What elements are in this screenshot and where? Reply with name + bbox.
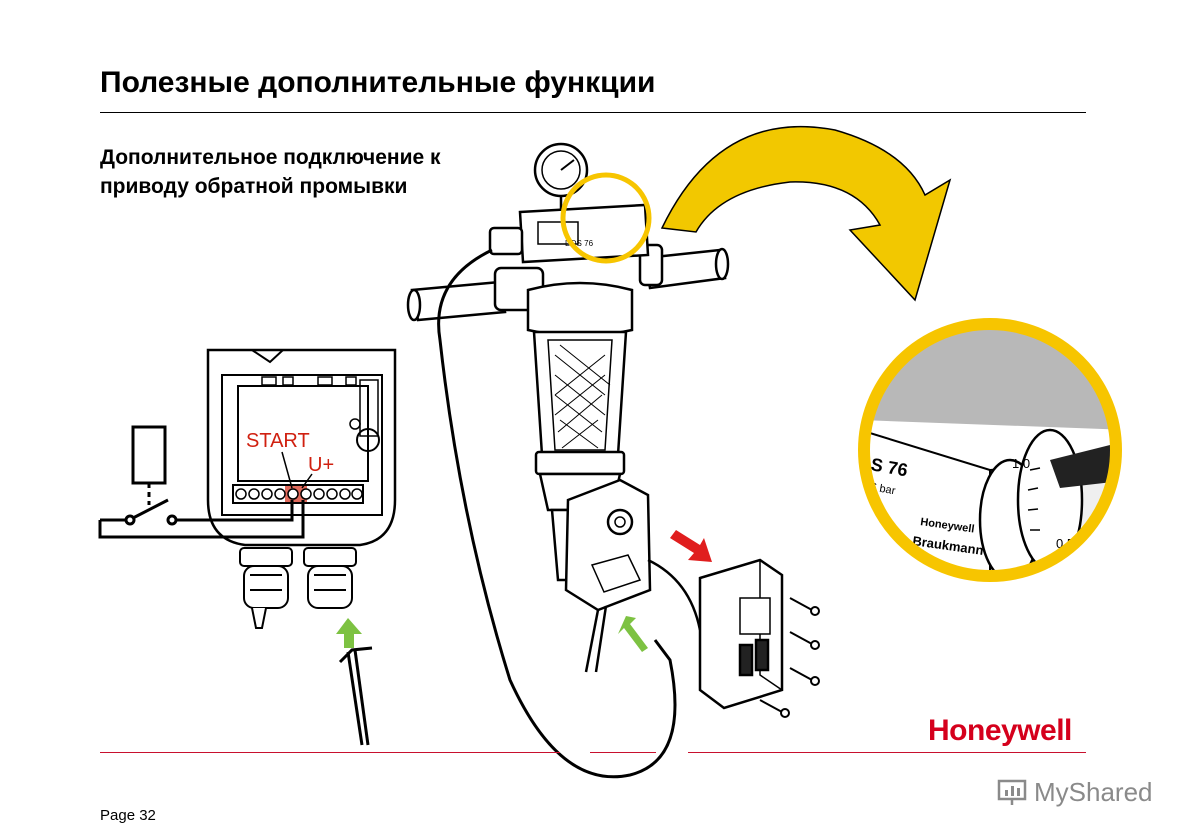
footer-divider-left: [100, 752, 560, 753]
sensor-cable: [437, 248, 677, 779]
subtitle-line-2: приводу обратной промывки: [100, 175, 408, 198]
terminal-pointer-lines: [281, 451, 313, 489]
title-divider: [100, 112, 1086, 113]
subtitle-line-1: Дополнительное подключение к: [100, 146, 441, 169]
watermark-text: MyShared: [1034, 776, 1153, 807]
mounting-screws: [759, 597, 820, 718]
presentation-icon: [997, 779, 1027, 805]
red-arrow-icon: [670, 530, 712, 562]
honeywell-logo: Honeywell: [928, 714, 1072, 747]
watermark: MyShared: [996, 776, 1153, 808]
footer-divider-mid: [590, 752, 656, 753]
terminal-block: [232, 484, 364, 504]
zoom-scale-high: 1,0: [1012, 456, 1030, 471]
slide-subtitle: Дополнительное подключение к приводу обр…: [100, 143, 520, 201]
highlight-ring: [560, 172, 652, 264]
green-actuator-arrow-icon: [618, 616, 648, 652]
actuator-cable: [647, 558, 702, 631]
footer-divider-right: [688, 752, 1086, 753]
start-terminal-label: START: [246, 430, 310, 452]
page-number: Page 32: [100, 807, 156, 824]
slide-title: Полезные дополнительные функции: [100, 66, 656, 99]
u-plus-terminal-label: U+: [308, 454, 334, 476]
filter-model-tag: DDS 76: [565, 239, 594, 248]
zoom-detail: S 76 6 bar Honeywell Braukmann 1,0 0,5: [858, 318, 1122, 582]
zoom-arrow-icon: [660, 125, 952, 302]
water-filter: DDS 76: [406, 142, 730, 582]
green-insert-arrow-icon: [336, 618, 362, 648]
backwash-actuator: [564, 478, 652, 673]
relay-module: [698, 558, 784, 710]
external-switch: [98, 425, 305, 539]
incoming-cable: [338, 646, 373, 746]
cable-glands: [239, 547, 357, 629]
